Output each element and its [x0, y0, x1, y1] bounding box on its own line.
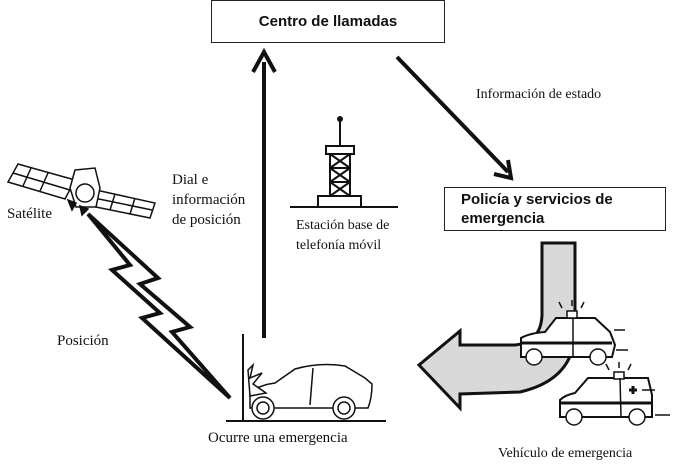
satellite-icon [6, 163, 156, 219]
emergency-occurs-label: Ocurre una emergencia [208, 430, 348, 446]
base-station-label: Estación base de telefonía móvil [296, 216, 389, 256]
dial-info-label: Dial e información de posición [172, 170, 245, 230]
police-emergency-node: Policía y servicios de emergencia [444, 187, 666, 231]
status-info-label: Información de estado [476, 87, 602, 102]
satellite-label: Satélite [7, 206, 52, 222]
arrow-dial-to-call-center [251, 47, 277, 338]
emergency-vehicle-label: Vehículo de emergencia [498, 446, 633, 461]
lightning-bolt-icon [86, 212, 232, 400]
dial-info-line3: de posición [172, 212, 241, 228]
dial-info-line1: Dial e [172, 172, 209, 188]
police-label-line1: Policía y servicios de [461, 191, 613, 208]
arrow-status-to-police [395, 55, 514, 181]
base-station-line2: telefonía móvil [296, 238, 382, 253]
crashed-car-icon [226, 334, 386, 422]
position-label: Posición [57, 333, 109, 349]
ambulance-icon [559, 362, 670, 426]
police-label-line2: emergencia [461, 210, 545, 227]
call-center-node: Centro de llamadas [211, 0, 445, 43]
dial-info-line2: información [172, 192, 246, 208]
police-car-icon [520, 300, 628, 366]
call-center-label: Centro de llamadas [258, 13, 398, 30]
cell-tower-icon [290, 116, 398, 208]
base-station-line1: Estación base de [296, 218, 390, 233]
